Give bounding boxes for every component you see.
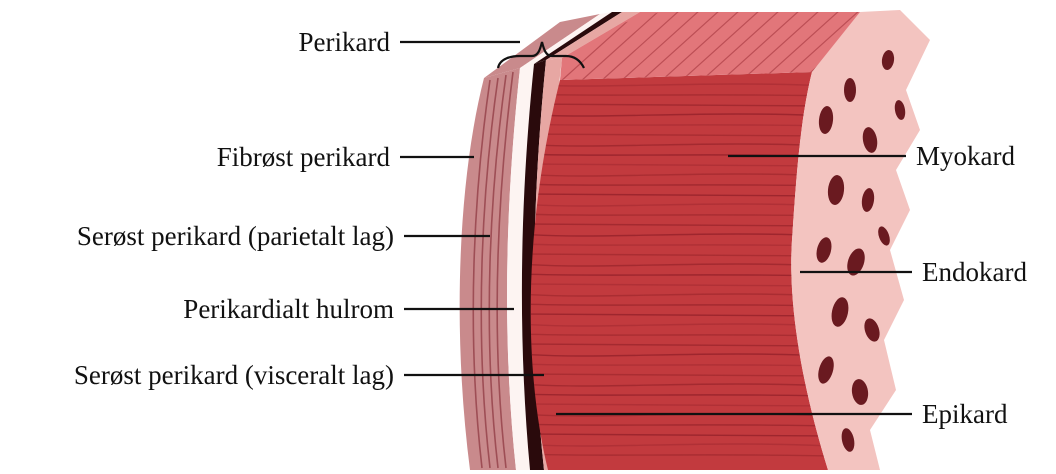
label-serost-perikard-visceralt: Serøst perikard (visceralt lag): [74, 359, 394, 391]
label-endokard: Endokard: [922, 256, 1027, 288]
perikard-brace: [498, 42, 584, 68]
label-perikardialt-hulrom: Perikardialt hulrom: [183, 293, 394, 325]
label-fibrost-perikard: Fibrøst perikard: [217, 141, 390, 173]
label-myokard: Myokard: [916, 140, 1015, 172]
label-perikard: Perikard: [299, 26, 390, 58]
label-serost-perikard-parietalt: Serøst perikard (parietalt lag): [77, 220, 394, 252]
label-epikard: Epikard: [922, 398, 1007, 430]
